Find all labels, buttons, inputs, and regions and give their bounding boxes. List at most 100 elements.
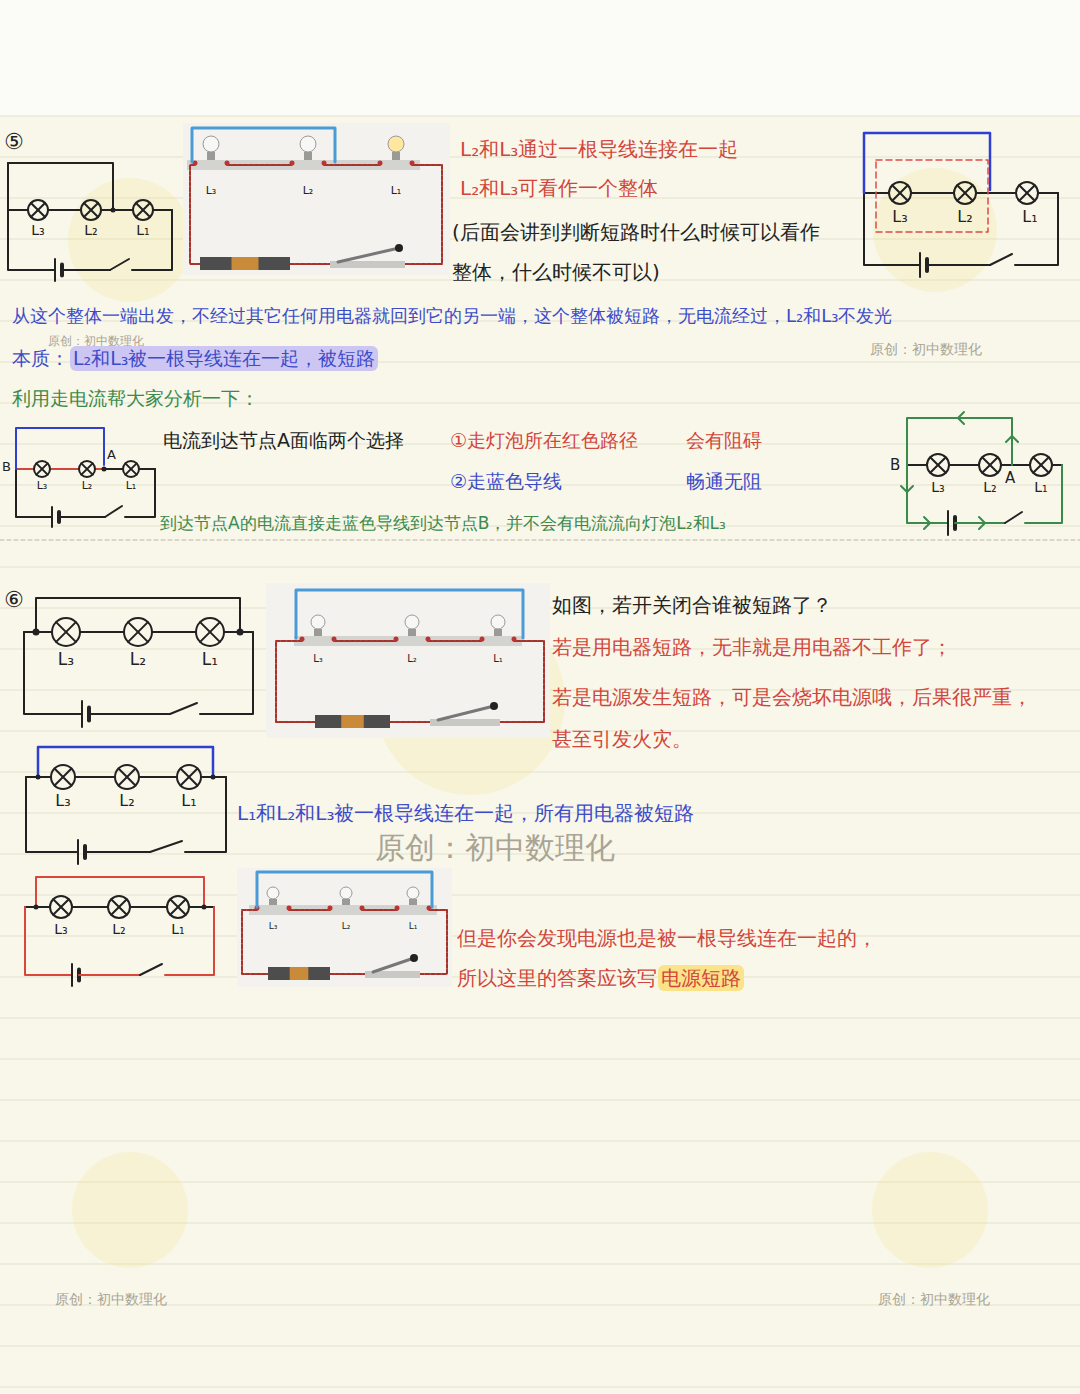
wire [54,259,56,281]
section-number: ⑤ [4,128,24,157]
wire [0,1100,1080,1101]
battery-photo [232,257,259,270]
wire [296,590,523,638]
lamp-label: L₂ [82,479,93,493]
wire [982,457,998,473]
note-text: 从这个整体一端出发，不经过其它任何用电器就回到它的另一端，这个整体被短路，无电流… [12,304,893,327]
note-text: 所以这里的答案应该写 [457,965,657,991]
mascot-watermark [68,178,192,302]
wire [892,185,908,201]
wire [864,193,920,265]
wire [170,703,197,714]
note-text: 电流到达节点A面临两个选择 [163,428,404,453]
lamp-label: L₁ [493,652,503,665]
wire [31,203,45,217]
battery-photo [315,715,390,728]
note-text: L₁和L₂和L₃被一根导线连在一起，所有用电器被短路 [237,800,694,826]
wire [50,468,79,470]
lamp-label: L₂ [303,184,314,198]
lamp-symbol [108,896,130,918]
terminal [332,637,337,642]
note-text: 到达节点A的电流直接走蓝色导线到达节点B，并不会有电流流向灯泡L₂和L₃ [160,512,726,534]
lamp-label: L₃ [313,652,323,665]
wire [128,622,148,642]
wire [25,907,72,975]
lamp-label: L₁ [202,648,218,670]
photo-board [294,636,522,646]
terminal [290,161,295,166]
lamp-label: L₂ [84,221,97,239]
wire [257,872,432,907]
wire [136,203,150,217]
note-text: L₂和L₃可看作一个整体 [460,175,658,201]
bulb-base [409,899,417,905]
bulb-base [269,899,277,905]
wire [104,468,123,470]
wire [8,163,55,270]
switch-handle [395,244,403,252]
wire [1019,185,1035,201]
terminal [287,906,292,911]
wire [438,706,494,720]
terminal [360,906,365,911]
bulb-base [342,899,350,905]
wire [152,631,196,633]
lamp-symbol [889,182,911,204]
note-text: ①走灯泡所在红色路径 [450,428,638,453]
lamp-label: L₂ [407,652,417,665]
terminal [378,161,383,166]
wire [338,248,399,262]
wire [16,428,104,469]
wire [982,457,998,473]
wire [362,909,397,911]
battery-photo [200,257,290,270]
wire [330,973,365,975]
wire [95,468,123,470]
wire [111,899,127,915]
wire [8,163,113,210]
wire [119,769,136,786]
wire [24,632,82,714]
mascot-watermark [872,1152,988,1268]
wire [1005,512,1022,523]
wire [170,899,186,915]
wire [289,909,330,911]
photo-board [187,160,420,170]
lamp-label: L₃ [31,221,44,239]
lamp-symbol [115,765,139,789]
wire [907,418,1012,465]
lamp-label: L₃ [206,184,217,198]
wire [16,469,52,517]
terminal [328,906,333,911]
wire [930,457,946,473]
wire [110,259,129,270]
wire [1015,193,1058,265]
wire [0,1059,1080,1060]
junction-dot [202,905,207,910]
lamp-symbol [167,896,189,918]
wire [80,631,124,633]
terminal [480,637,485,642]
wire [200,632,253,714]
wire [0,1387,1080,1388]
wire [128,622,148,642]
wire [390,721,430,723]
wire [181,769,198,786]
wire [1038,192,1058,194]
note-text: L₂和L₃通过一根导线连接在一起 [460,136,738,162]
section-number: ⑥ [4,586,24,615]
junction-dot [237,629,244,636]
lamp-symbol [81,200,101,220]
wire [53,899,69,915]
lamp-label: L₃ [54,920,67,938]
wire [16,468,34,470]
wire [136,203,150,217]
bulb-base [304,152,312,160]
battery-photo [290,967,309,980]
wire [919,253,921,277]
wire [227,164,292,166]
wire [105,506,122,517]
wire [200,622,220,642]
wire [876,160,988,232]
